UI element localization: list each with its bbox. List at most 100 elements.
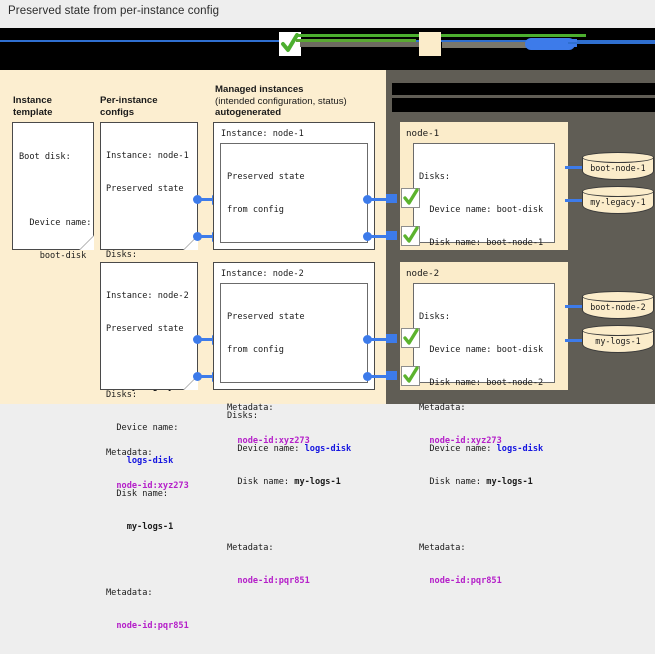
device-name-value: boot-disk [19,251,87,261]
connector-line [565,305,583,308]
connector-line [198,375,213,378]
connector-dot [193,195,202,204]
connector-line [565,199,583,202]
connector-line [368,198,390,201]
connector-line [565,339,583,342]
check-icon [401,366,420,386]
node-name: node-2 [406,268,440,279]
device-name-row: Device name: logs-disk [227,444,351,455]
disks-label: Disks: [106,390,138,400]
connector-line [198,198,213,201]
connector-line [565,166,583,169]
boot-device-name: Device name: boot-disk [419,345,544,355]
device-name-row: Device name: logs-disk [419,444,543,455]
page-title: Preserved state from per-instance config [8,5,220,17]
connector-dot [193,372,202,381]
disks-label: Disks: [227,411,259,421]
boot-disk-name: Disk name: boot-node-2 [419,378,544,388]
device-name-value: logs-disk [496,444,544,454]
metadata-value: node-id:pqr851 [419,576,502,586]
cylinder-top [582,325,654,336]
legend-band [0,28,655,70]
disk-name-label: Disk name: [419,477,487,487]
disk-name-row: Disk name: my-logs-1 [419,477,543,488]
per-instance-config-card-1: Instance: node-1 Preserved state Disks: … [100,122,198,491]
connector-line [368,375,390,378]
connector-dot [363,335,372,344]
preserved-state-title-1: Preserved state [227,312,305,322]
boot-disk-name: Disk name: boot-node-1 [419,238,544,248]
device-name-label: Device name: [227,444,305,454]
preserved-state-title-2: from config [227,345,284,355]
disk-cylinder: boot-node-2 [582,291,654,319]
connector-stub [386,231,397,240]
connector-line [368,235,390,238]
check-icon [401,226,420,246]
metadata-label: Metadata: [106,588,153,598]
connector-stub [386,194,397,203]
managed-instance-card-1: Instance: node-1 Preserved state from co… [213,122,375,446]
preserved-state-title-1: Preserved state [227,172,305,182]
cream-square-icon [419,32,441,56]
metadata-value: node-id:pqr851 [106,621,189,631]
connector-dot [193,232,202,241]
blank-line [227,378,351,389]
blank-line [106,217,189,228]
column-header-managed-instances: Managed instances (intended configuratio… [215,84,347,118]
instance-name: Instance: node-1 [106,151,189,161]
instance-name: Instance: node-2 [106,291,189,301]
metadata-value: node-id:pqr851 [227,576,310,586]
disks-label: Disks: [106,250,138,260]
legend-green-line-icon [296,34,586,37]
right-panel-header-redacted-line2 [392,98,655,112]
instance-template-card: Boot disk: Device name: boot-disk [12,122,94,261]
disk-label: my-legacy-1 [590,197,646,207]
preserved-state-label: Preserved state [106,184,184,194]
check-icon [279,32,301,56]
connector-dot [363,372,372,381]
column-header-instance-template: Instance template [13,95,53,118]
blank-line [419,510,543,521]
disk-label: my-logs-1 [595,336,641,346]
node-card-2: node-2 Disks: Device name: boot-disk Dis… [400,262,568,586]
blank-line [19,185,91,196]
connector-line [368,338,390,341]
node-inner-box-2: Disks: Device name: boot-disk Disk name:… [413,283,555,586]
node-name: node-1 [406,128,440,139]
per-instance-config-card-2: Instance: node-2 Preserved state Disks: … [100,262,198,631]
disk-label: boot-node-2 [590,302,646,312]
disk-name-label: Disk name: [227,477,295,487]
blank-line [227,238,362,249]
disks-label: Disks: [419,312,451,322]
blank-line [419,411,543,422]
connector-stub [386,334,397,343]
blank-line [106,555,189,566]
boot-device-name: Device name: boot-disk [419,205,544,215]
legend-redacted-text-2 [442,42,528,48]
right-panel-header-redacted-line1 [392,83,655,95]
page-fold-inner-icon [80,236,94,250]
disk-label: boot-node-1 [590,163,646,173]
connector-dot [363,195,372,204]
managed-instance-title: Instance: node-2 [221,269,304,279]
connector-line [198,338,213,341]
blank-line [106,357,189,368]
blue-arrow-icon [525,38,575,50]
disks-label: Disks: [419,172,451,182]
managed-instance-title: Instance: node-1 [221,129,304,139]
cylinder-top [582,186,654,197]
device-name-value: logs-disk [304,444,352,454]
device-name-label: Device name: [19,218,92,228]
disk-name-value: my-logs-1 [486,477,533,487]
connector-line [198,235,213,238]
legend-redacted-text-1 [300,42,420,47]
check-icon [401,188,420,208]
disk-cylinder: my-logs-1 [582,325,654,353]
disk-name-label: Disk name: [106,489,169,499]
disk-name-value: my-logs-1 [294,477,341,487]
cylinder-top [582,291,654,302]
check-icon [401,328,420,348]
managed-instance-card-2: Instance: node-2 Preserved state from co… [213,262,375,586]
disk-name-row: Disk name: my-logs-1 [227,477,351,488]
node-card-1: node-1 Disks: Device name: boot-disk Dis… [400,122,568,446]
